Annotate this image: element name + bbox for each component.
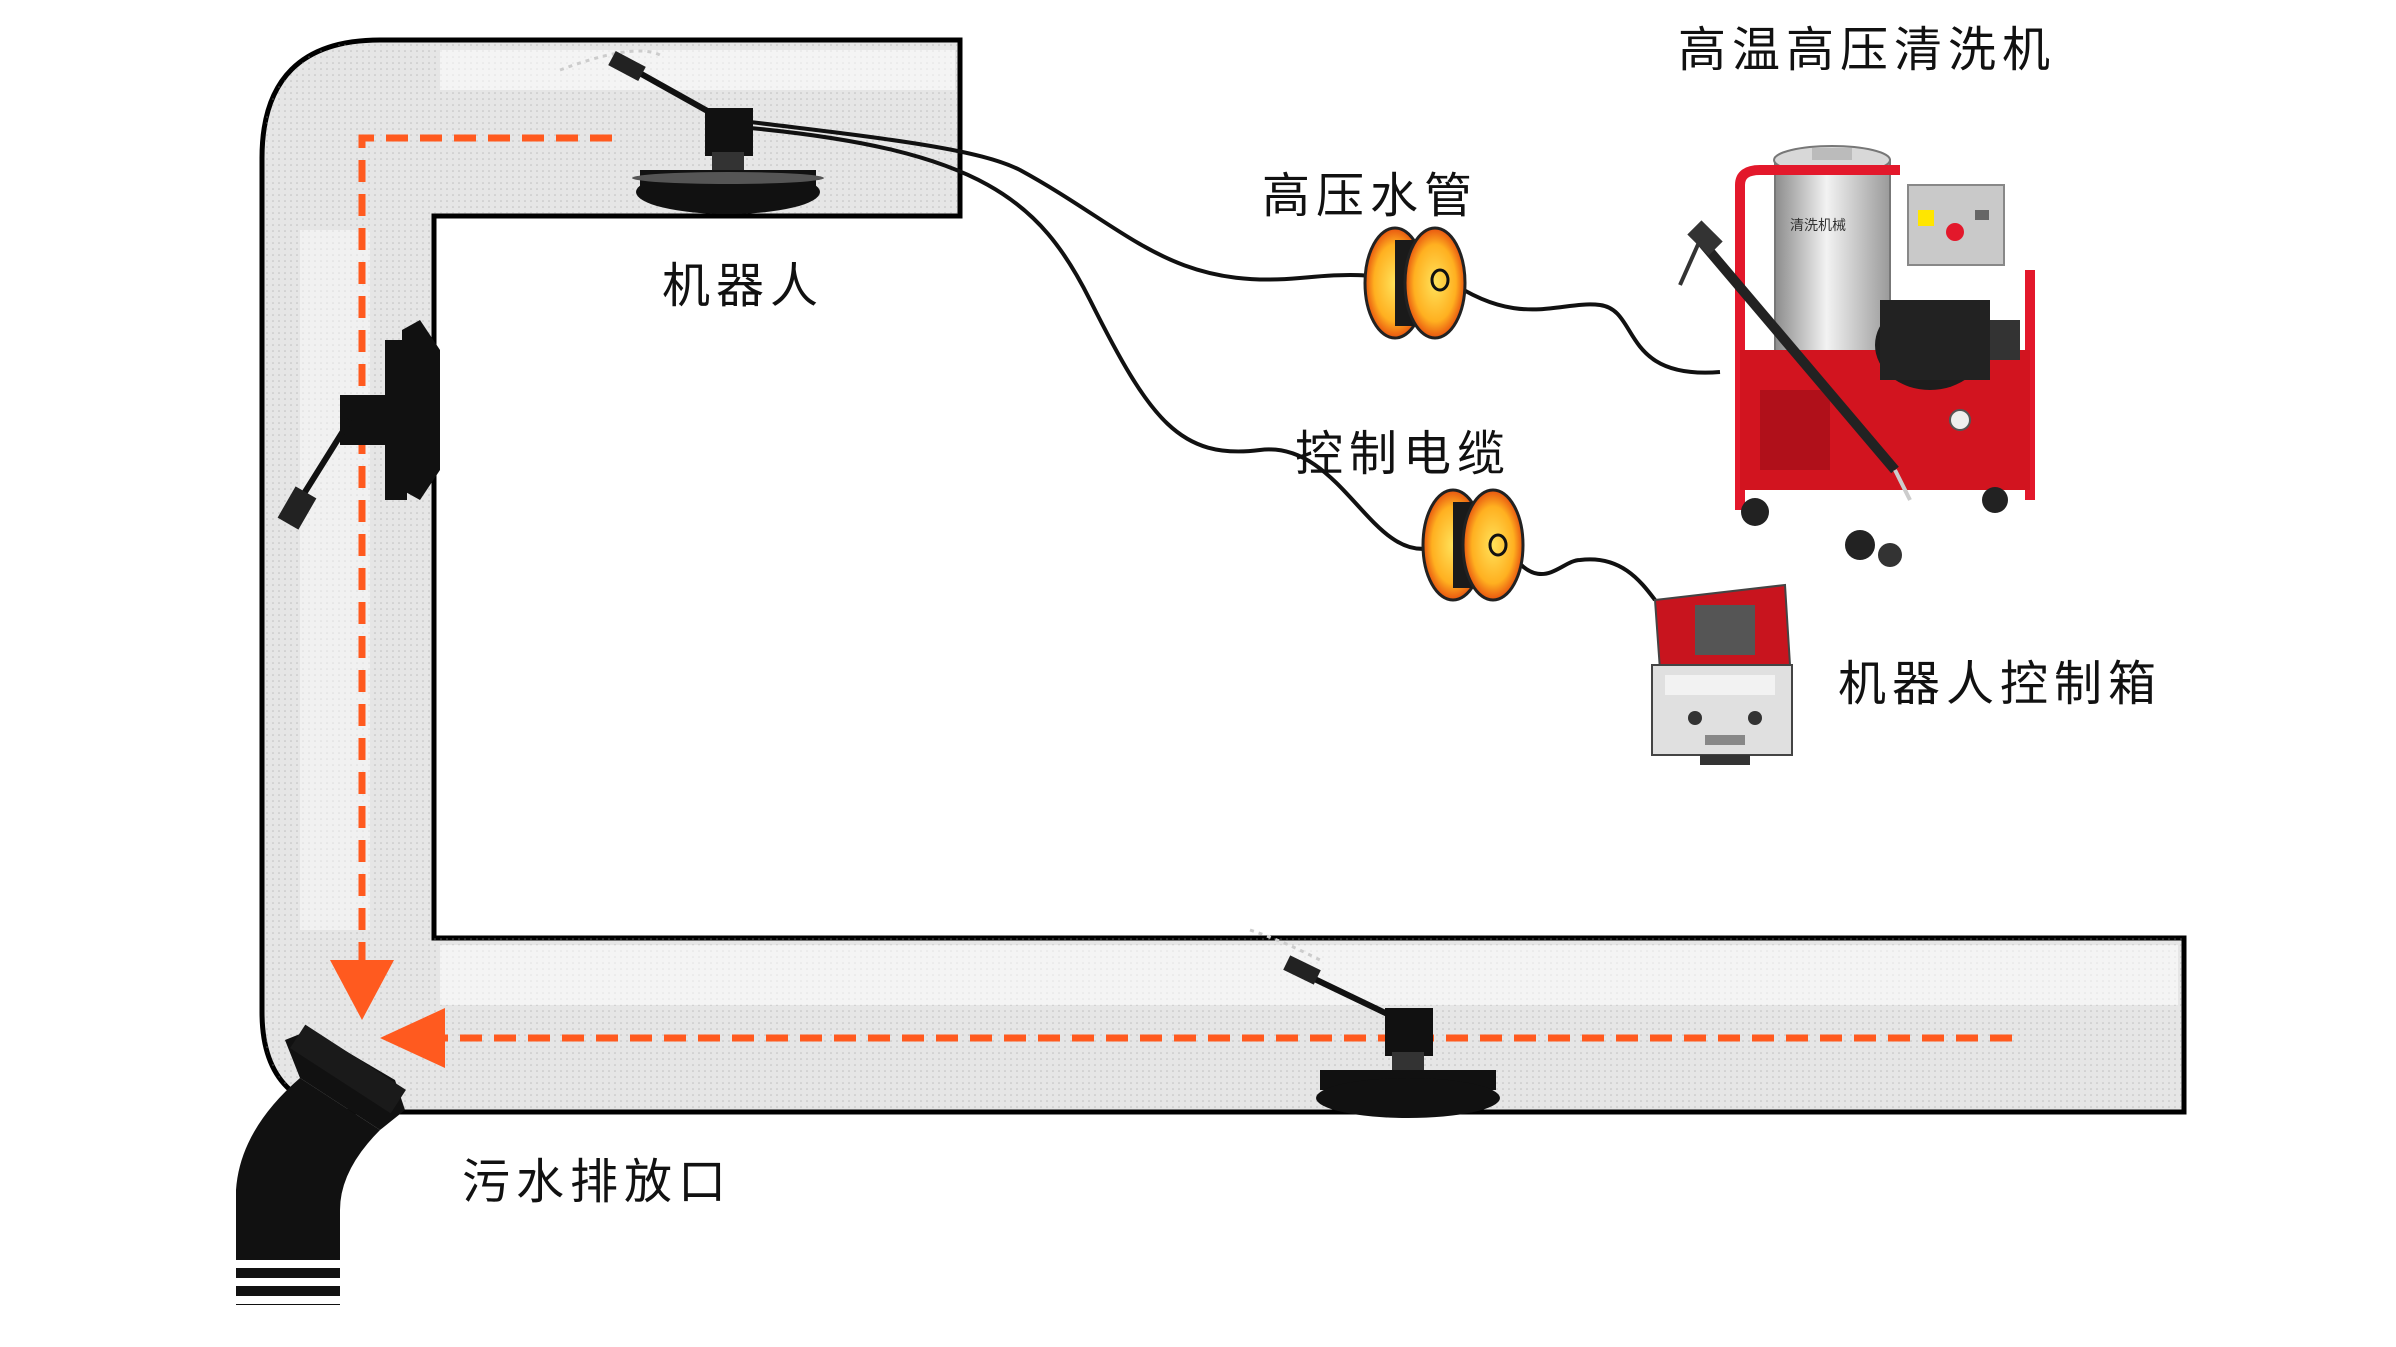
cable-line — [749, 126, 1431, 551]
label-robot: 机器人 — [662, 258, 824, 314]
machine-panel-label: 清洗机械 — [1790, 218, 1846, 234]
label-hose: 高压水管 — [1262, 168, 1478, 224]
cable-line-to-box — [1503, 543, 1657, 602]
flow-arrowhead-down — [330, 960, 394, 1020]
label-machine: 高温高压清洗机 — [1678, 22, 2056, 78]
hose-line-to-machine — [1446, 278, 1721, 375]
cables — [749, 120, 1721, 602]
flow-arrowhead-left — [380, 1008, 445, 1068]
pressure-washer-icon: 清洗机械 — [1678, 145, 2035, 567]
hose-reel-icon — [1363, 226, 1467, 340]
flow-path — [330, 134, 2012, 1068]
pipe — [259, 37, 2187, 1115]
label-control-box: 机器人控制箱 — [1838, 656, 2162, 712]
label-cable: 控制电缆 — [1295, 426, 1511, 482]
flow-arrow-vertical — [358, 134, 612, 975]
control-box-icon — [1651, 583, 1793, 765]
cable-reel-icon — [1421, 488, 1525, 602]
robot-side-icon — [277, 320, 440, 530]
robot-top-icon — [559, 49, 824, 214]
hose-line — [749, 120, 1401, 287]
drain-outlet-icon — [232, 1024, 406, 1305]
robot-bottom-icon — [1249, 928, 1500, 1118]
label-outlet: 污水排放口 — [462, 1154, 732, 1210]
